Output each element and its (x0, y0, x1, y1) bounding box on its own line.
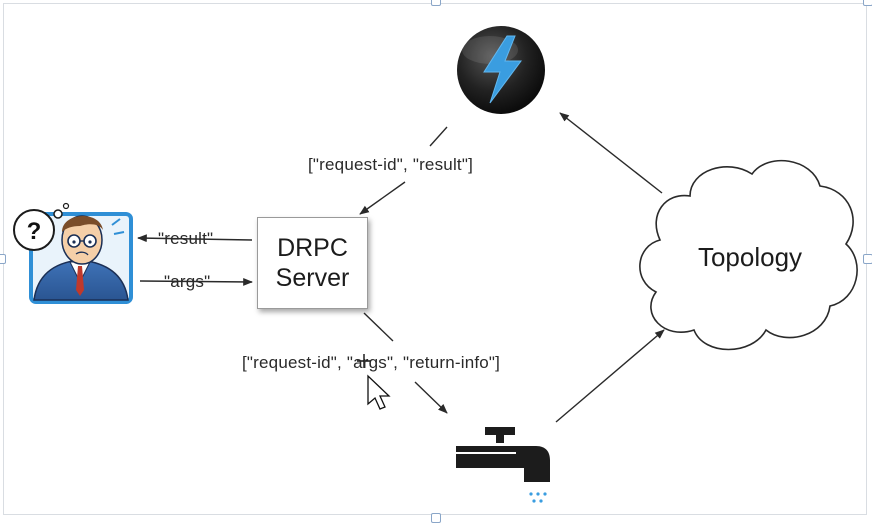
result-edge-label: "result" (158, 229, 214, 248)
args-edge-label: "args" (164, 272, 211, 291)
drpc-server-box: DRPC Server (257, 217, 368, 309)
arrow-client-to-server (139, 278, 253, 286)
water-faucet-icon (456, 427, 550, 503)
mouse-pointer-icon (357, 354, 391, 410)
request-result-edge-label: ["request-id", "result"] (308, 155, 473, 174)
arrow-server-to-client (137, 234, 253, 243)
arrow-topology-to-storm (559, 112, 663, 194)
resize-handle-top-right[interactable] (863, 0, 872, 6)
confused-user-icon: ? (13, 202, 133, 304)
arrow-server-to-spout-head (414, 381, 448, 414)
topology-label: Topology (697, 242, 803, 272)
drpc-server-label: DRPC Server (275, 234, 350, 292)
arrow-storm-to-server-head (359, 181, 406, 215)
topology-cloud (639, 159, 858, 351)
arrow-server-to-spout (363, 312, 394, 342)
resize-handle-top[interactable] (431, 0, 441, 6)
arrow-spout-to-topology (555, 329, 665, 423)
arrow-storm-to-server (429, 126, 448, 147)
request-args-return-edge-label: ["request-id", "args", "return-info"] (242, 353, 501, 372)
svg-text:?: ? (27, 218, 42, 245)
resize-handle-right[interactable] (863, 254, 872, 264)
resize-handle-left[interactable] (0, 254, 6, 264)
lightning-bolt-icon (457, 26, 545, 114)
